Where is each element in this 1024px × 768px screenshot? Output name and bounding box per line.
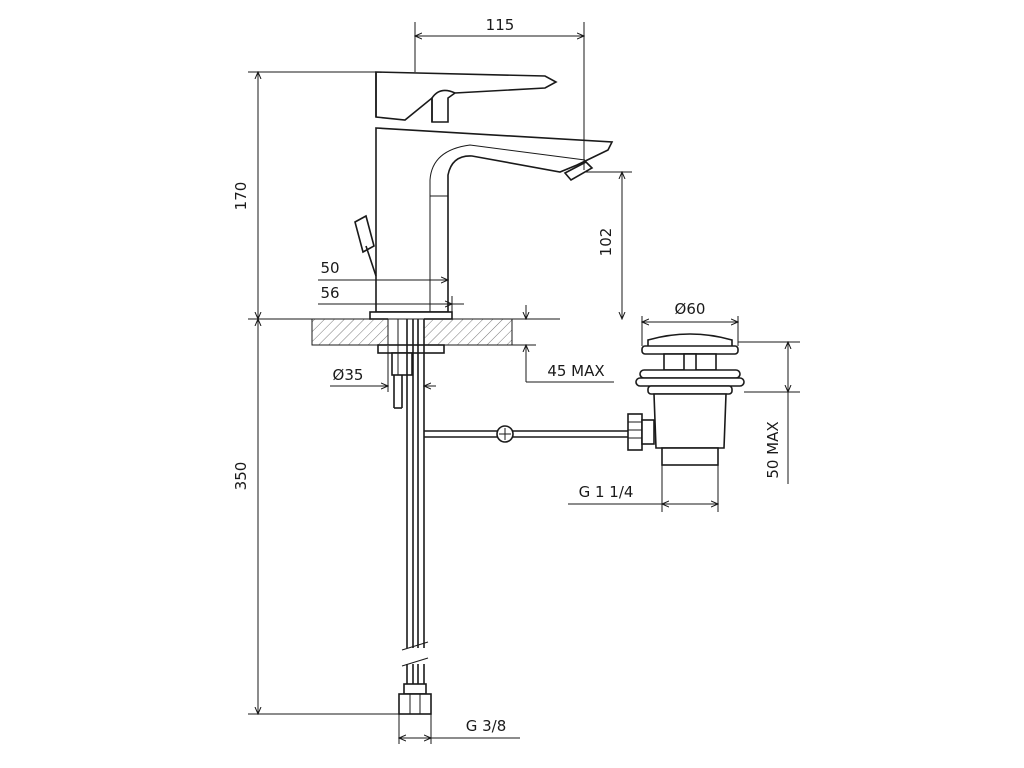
dim-102: 102	[597, 228, 615, 257]
dim-170: 170	[232, 182, 250, 211]
dimension-lines	[248, 22, 800, 744]
waste-valve	[627, 333, 745, 466]
faucet-lever	[375, 71, 558, 123]
dim-350: 350	[232, 462, 250, 491]
dim-g-3-8: G 3/8	[466, 717, 507, 735]
dim-g-1-1-4: G 1 1/4	[579, 483, 634, 501]
dim-45-max: 45 MAX	[547, 362, 604, 380]
dim-50: 50	[320, 259, 339, 277]
supply-hoses	[393, 319, 432, 715]
faucet	[354, 71, 614, 320]
dim-50-max: 50 MAX	[764, 421, 782, 478]
dim-diameter-35: Ø35	[333, 366, 364, 384]
dim-56: 56	[320, 284, 339, 302]
aerator	[563, 161, 594, 182]
popup-linkage	[424, 425, 628, 443]
hose-nut	[398, 693, 432, 715]
faucet-base	[369, 311, 453, 320]
faucet-body	[375, 127, 614, 313]
dim-115: 115	[486, 16, 515, 34]
popup-rod	[354, 214, 375, 254]
dim-diameter-60: Ø60	[675, 300, 706, 318]
